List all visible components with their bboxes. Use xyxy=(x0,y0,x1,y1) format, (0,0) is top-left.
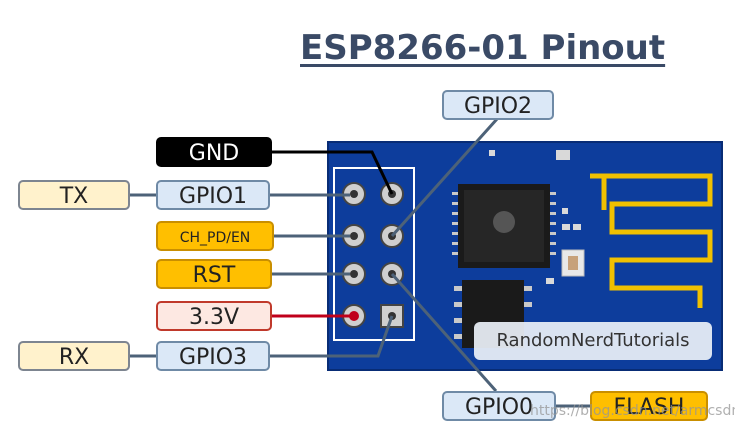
label-gpio0: GPIO0 xyxy=(442,391,556,421)
label-rx: RX xyxy=(18,341,130,371)
brand-label: RandomNerdTutorials xyxy=(474,322,712,360)
esp-chip xyxy=(452,184,556,268)
label-gnd: GND xyxy=(156,137,272,167)
label-gpio3: GPIO3 xyxy=(156,341,270,371)
smd-components xyxy=(489,150,585,284)
connector-dots xyxy=(349,311,359,321)
label-tx: TX xyxy=(18,180,130,210)
diagram-title: ESP8266-01 Pinout xyxy=(300,28,666,68)
connector-lines xyxy=(130,117,590,408)
watermark: https://blog.csdn.net/armcsdn xyxy=(530,403,735,419)
label-flash: FLASH xyxy=(590,391,708,421)
label-ch-pd-en: CH_PD/EN xyxy=(156,221,274,251)
pin-header-outline xyxy=(333,167,415,341)
header-pins xyxy=(342,182,404,328)
label-3v3: 3.3V xyxy=(156,301,272,331)
label-gpio2: GPIO2 xyxy=(442,90,554,120)
antenna-trace xyxy=(590,173,713,308)
label-gpio1: GPIO1 xyxy=(156,180,270,210)
label-rst: RST xyxy=(156,259,272,289)
